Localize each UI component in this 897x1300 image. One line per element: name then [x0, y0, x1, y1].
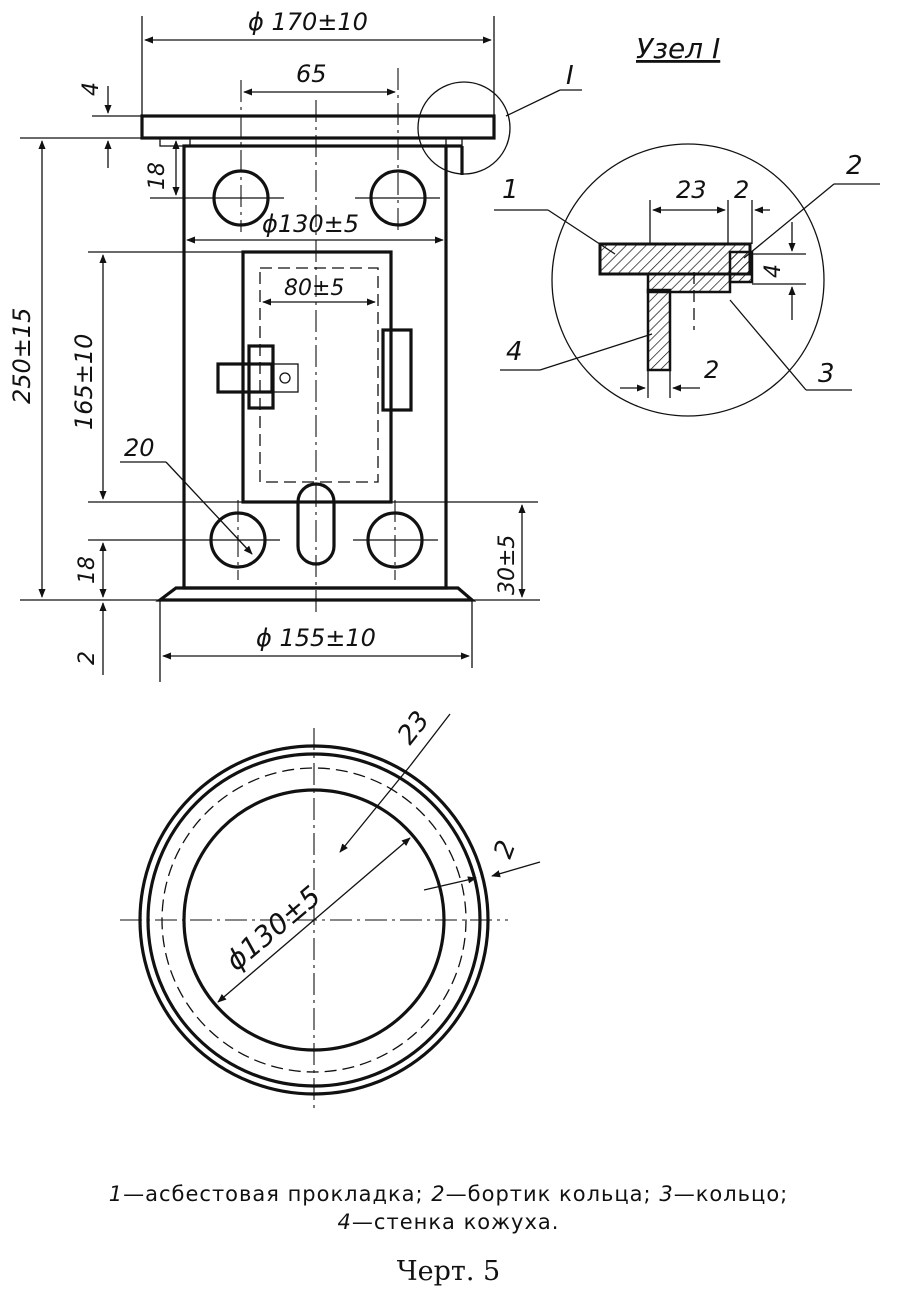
legend-line-2: 4—стенка кожуха. — [0, 1210, 897, 1234]
node-detail: Узел I 23 2 4 — [494, 32, 880, 417]
node-label-3: 3 — [818, 359, 835, 389]
node-dim-2-bottom: 2 — [704, 356, 719, 384]
node-dim-2-top: 2 — [734, 176, 749, 204]
door-hinge — [247, 344, 275, 410]
plan-dim-23: 23 — [392, 706, 436, 751]
dim-thk-2: 2 — [75, 651, 100, 665]
figure-caption: Черт. 5 — [396, 1256, 501, 1287]
ring-flange — [728, 250, 754, 284]
legend-text-2: —бортик кольца; — [445, 1182, 652, 1206]
dim-hole-20: 20 — [124, 434, 155, 462]
node-title: Узел I — [636, 32, 720, 65]
dimension-labels: ϕ 170±10 65 4 18 ϕ130±5 80±5 250±15 165±… — [8, 8, 574, 665]
legend-num-3: 3 — [659, 1182, 674, 1206]
dim-inner-diameter: ϕ130±5 — [262, 210, 359, 238]
dim-door-80: 80±5 — [284, 276, 344, 301]
door-latch — [381, 328, 413, 412]
bottom-slot — [296, 482, 336, 566]
dim-hole-18-bottom: 18 — [75, 556, 100, 584]
dim-height-250: 250±15 — [8, 308, 36, 404]
front-view — [140, 68, 496, 612]
casing-wall — [646, 288, 672, 372]
dim-height-165: 165±10 — [70, 334, 98, 430]
dimension-lines — [20, 16, 582, 682]
node-dim-4: 4 — [761, 264, 786, 278]
legend-text-1: —асбестовая прокладка; — [123, 1182, 424, 1206]
legend-num-4: 4 — [337, 1210, 352, 1234]
dim-bottom-diameter: ϕ 155±10 — [256, 624, 376, 652]
ring — [646, 272, 732, 294]
node-detail-circle — [551, 143, 825, 417]
node-dim-23: 23 — [676, 176, 707, 204]
plan-dim-2: 2 — [488, 837, 522, 863]
dim-hole-18-top: 18 — [145, 162, 170, 190]
node-label-2: 2 — [846, 151, 863, 181]
node-label-1: 1 — [502, 175, 519, 205]
legend-text-3: —кольцо; — [673, 1182, 789, 1206]
dim-height-30: 30±5 — [495, 535, 520, 595]
node-label-4: 4 — [506, 337, 523, 367]
asbestos-gasket — [598, 242, 752, 276]
legend-num-1: 1 — [108, 1182, 124, 1206]
dim-thk-4: 4 — [79, 82, 104, 96]
top-plate — [140, 114, 496, 140]
plan-dim-diameter: ϕ130±5 — [219, 879, 327, 977]
legend-line-1: 1—асбестовая прокладка; 2—бортик кольца;… — [0, 1182, 897, 1206]
legend-text-4: —стенка кожуха. — [351, 1210, 560, 1234]
door-dashed — [259, 267, 379, 483]
technical-drawing: ϕ 170±10 65 4 18 ϕ130±5 80±5 250±15 165±… — [8, 8, 880, 1112]
plan-view: 23 2 ϕ130±5 — [120, 706, 541, 1112]
node-callout-label: I — [566, 61, 574, 91]
node-callout-circle — [417, 81, 511, 175]
legend-num-2: 2 — [431, 1182, 446, 1206]
dim-65: 65 — [296, 60, 327, 88]
dim-top-diameter: ϕ 170±10 — [248, 8, 368, 36]
